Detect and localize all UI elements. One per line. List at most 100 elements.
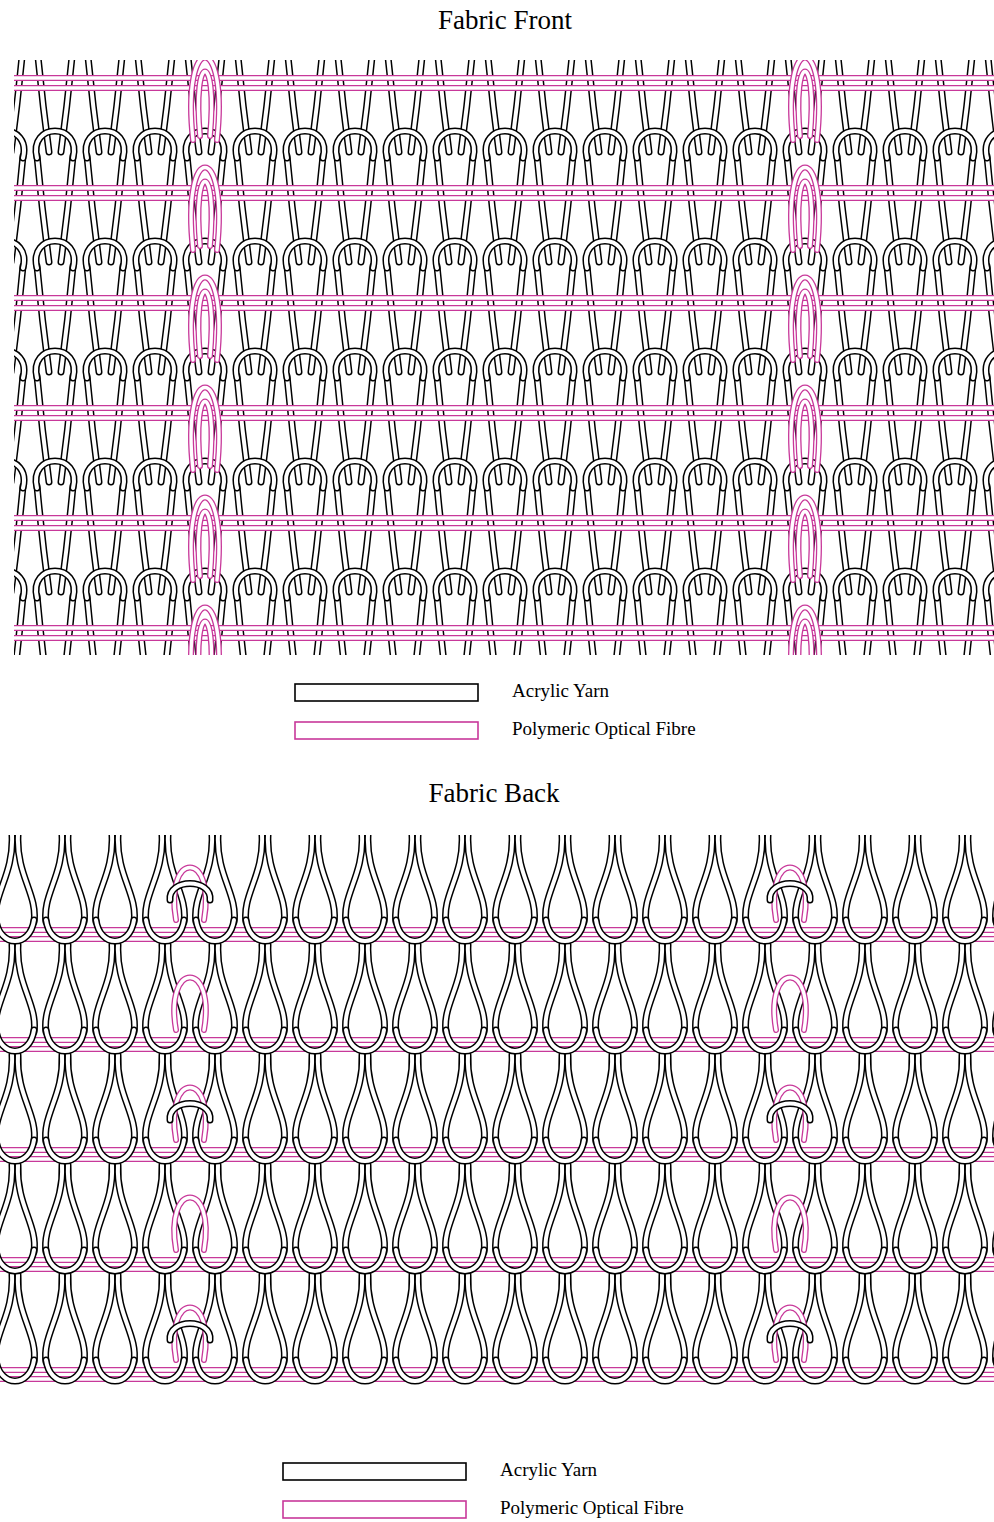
- loop-leg-core: [0, 1165, 12, 1252]
- loop-leg: [568, 945, 585, 1032]
- sinker-loop-core: [646, 920, 684, 941]
- optical-fibre-loop-core: [791, 168, 819, 251]
- loop-head-core: [486, 241, 524, 268]
- loop-head-core: [36, 351, 74, 378]
- sinker-loop: [246, 1030, 284, 1051]
- sinker-loop-core: [246, 1140, 284, 1161]
- optical-fibre-loop: [798, 402, 811, 467]
- loop-leg: [296, 1275, 313, 1362]
- sinker-loop: [596, 1140, 634, 1161]
- sinker-loop: [296, 1250, 334, 1271]
- sinker-loop-core: [546, 1030, 584, 1051]
- loop-leg-core: [496, 1275, 513, 1362]
- loop-leg: [18, 1055, 35, 1142]
- optical-fibre-loop-core: [791, 60, 819, 140]
- sinker-loop-core: [596, 1250, 634, 1271]
- loop-leg: [818, 1165, 835, 1252]
- sinker-loop: [896, 1360, 934, 1381]
- sinker-loop: [646, 1140, 684, 1161]
- loop-leg: [496, 945, 513, 1032]
- sinker-loop-core: [696, 1140, 734, 1161]
- sinker-loop-core: [0, 920, 34, 941]
- sinker-loop-core: [746, 1140, 784, 1161]
- sinker-loop: [796, 920, 834, 941]
- loop-head-core: [336, 571, 374, 598]
- loop-leg: [818, 945, 835, 1032]
- loop-head: [136, 131, 174, 158]
- loop-leg: [696, 1275, 713, 1362]
- loop-leg-core: [596, 945, 613, 1032]
- loop-head: [236, 461, 274, 488]
- sinker-loop-core: [546, 1250, 584, 1271]
- optical-fibre-inlay-core: [14, 86, 994, 89]
- optical-fibre-inlay-core: [0, 1157, 994, 1160]
- loop-leg-core: [918, 1055, 935, 1142]
- sinker-loop-core: [46, 1250, 84, 1271]
- sinker-loop-core: [846, 1140, 884, 1161]
- loop-head-core: [536, 241, 574, 268]
- loop-leg-core: [718, 1275, 735, 1362]
- loop-leg-core: [918, 945, 935, 1032]
- sinker-loop-core: [446, 1250, 484, 1271]
- optical-fibre-loop: [191, 388, 219, 471]
- loop-leg: [596, 835, 613, 922]
- loop-leg-core: [668, 1275, 685, 1362]
- loop-leg: [468, 945, 485, 1032]
- loop-leg-core: [396, 1165, 413, 1252]
- loop-leg: [318, 835, 335, 922]
- optical-fibre-loop: [191, 278, 219, 361]
- loop-leg-core: [468, 835, 485, 922]
- loop-head: [436, 351, 474, 378]
- loop-leg-core: [968, 835, 985, 922]
- sinker-loop: [196, 1140, 234, 1161]
- sinker-loop-core: [196, 1360, 234, 1381]
- loop-head: [770, 1324, 810, 1341]
- loop-leg-core: [296, 1275, 313, 1362]
- loop-leg: [868, 945, 885, 1032]
- loop-leg-core: [46, 1275, 63, 1362]
- loop-leg: [218, 1275, 235, 1362]
- loop-leg-core: [218, 945, 235, 1032]
- sinker-loop-core: [246, 1250, 284, 1271]
- loop-leg-core: [596, 1165, 613, 1252]
- loop-head: [736, 241, 774, 268]
- loop-head: [886, 461, 924, 488]
- loop-head: [386, 351, 424, 378]
- loop-leg-core: [868, 835, 885, 922]
- loop-leg-core: [518, 1055, 535, 1142]
- loop-leg-core: [346, 945, 363, 1032]
- loop-leg-core: [268, 835, 285, 922]
- sinker-loop-core: [646, 1140, 684, 1161]
- loop-leg-core: [418, 945, 435, 1032]
- loop-leg-core: [518, 835, 535, 922]
- optical-fibre-loop: [198, 182, 211, 247]
- optical-fibre-loop: [791, 608, 819, 656]
- sinker-loop: [546, 1250, 584, 1271]
- loop-leg: [846, 835, 863, 922]
- sinker-loop-core: [646, 1250, 684, 1271]
- loop-leg-core: [418, 1275, 435, 1362]
- loop-head: [636, 571, 674, 598]
- loop-leg: [246, 1165, 263, 1252]
- loop-leg: [468, 1055, 485, 1142]
- sinker-loop: [696, 1250, 734, 1271]
- loop-head-core: [136, 571, 174, 598]
- loop-leg-core: [568, 945, 585, 1032]
- loop-leg-core: [968, 945, 985, 1032]
- loop-leg-core: [246, 1055, 263, 1142]
- loop-leg-core: [46, 945, 63, 1032]
- loop-head: [36, 351, 74, 378]
- loop-leg: [246, 1275, 263, 1362]
- loop-head: [136, 461, 174, 488]
- sinker-loop-core: [396, 1360, 434, 1381]
- sinker-loop-core: [896, 1360, 934, 1381]
- loop-head-core: [286, 351, 324, 378]
- loop-leg: [218, 1055, 235, 1142]
- loop-leg: [246, 835, 263, 922]
- loop-leg-core: [696, 1165, 713, 1252]
- loop-leg: [718, 945, 735, 1032]
- sinker-loop: [696, 1030, 734, 1051]
- loop-head: [686, 241, 724, 268]
- loop-leg: [346, 945, 363, 1032]
- loop-leg-core: [468, 1275, 485, 1362]
